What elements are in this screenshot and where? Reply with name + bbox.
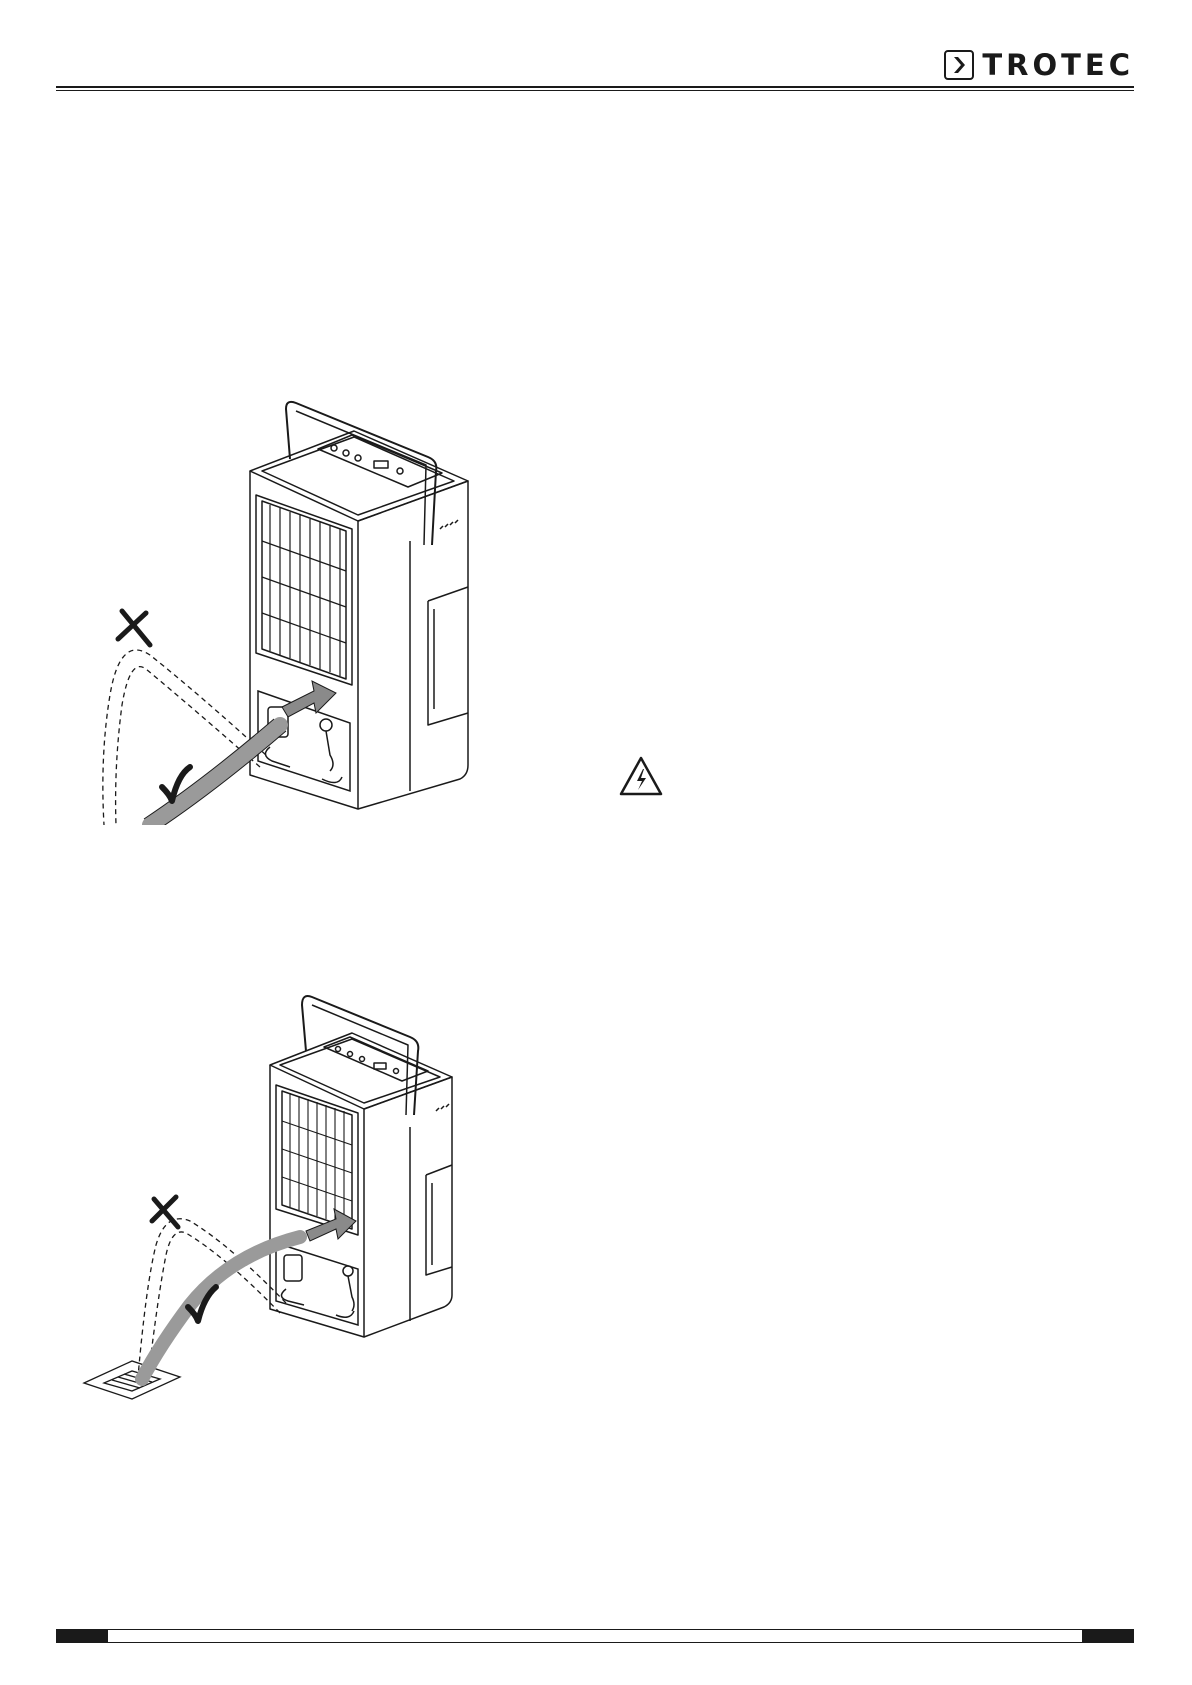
footer-block-right [1082, 1629, 1134, 1643]
header-rule [56, 86, 1134, 88]
header-rule-thin [56, 90, 1134, 91]
electrical-hazard-icon [618, 755, 664, 797]
arrow-icon [306, 1209, 356, 1241]
brand-name: TROTEC [982, 48, 1134, 82]
footer-block-left [56, 1629, 108, 1643]
chevron-right-box-icon [944, 50, 974, 80]
brand-logo: TROTEC [944, 47, 1134, 83]
footer-bar [56, 1629, 1134, 1643]
dehumidifier-hose-figure-top [90, 395, 500, 825]
cross-mark-icon [152, 1197, 178, 1227]
arrow-icon [282, 681, 336, 717]
floor-drain-icon [84, 1361, 180, 1399]
cross-mark-icon [118, 611, 150, 645]
dehumidifier-hose-figure-bottom [80, 985, 480, 1400]
